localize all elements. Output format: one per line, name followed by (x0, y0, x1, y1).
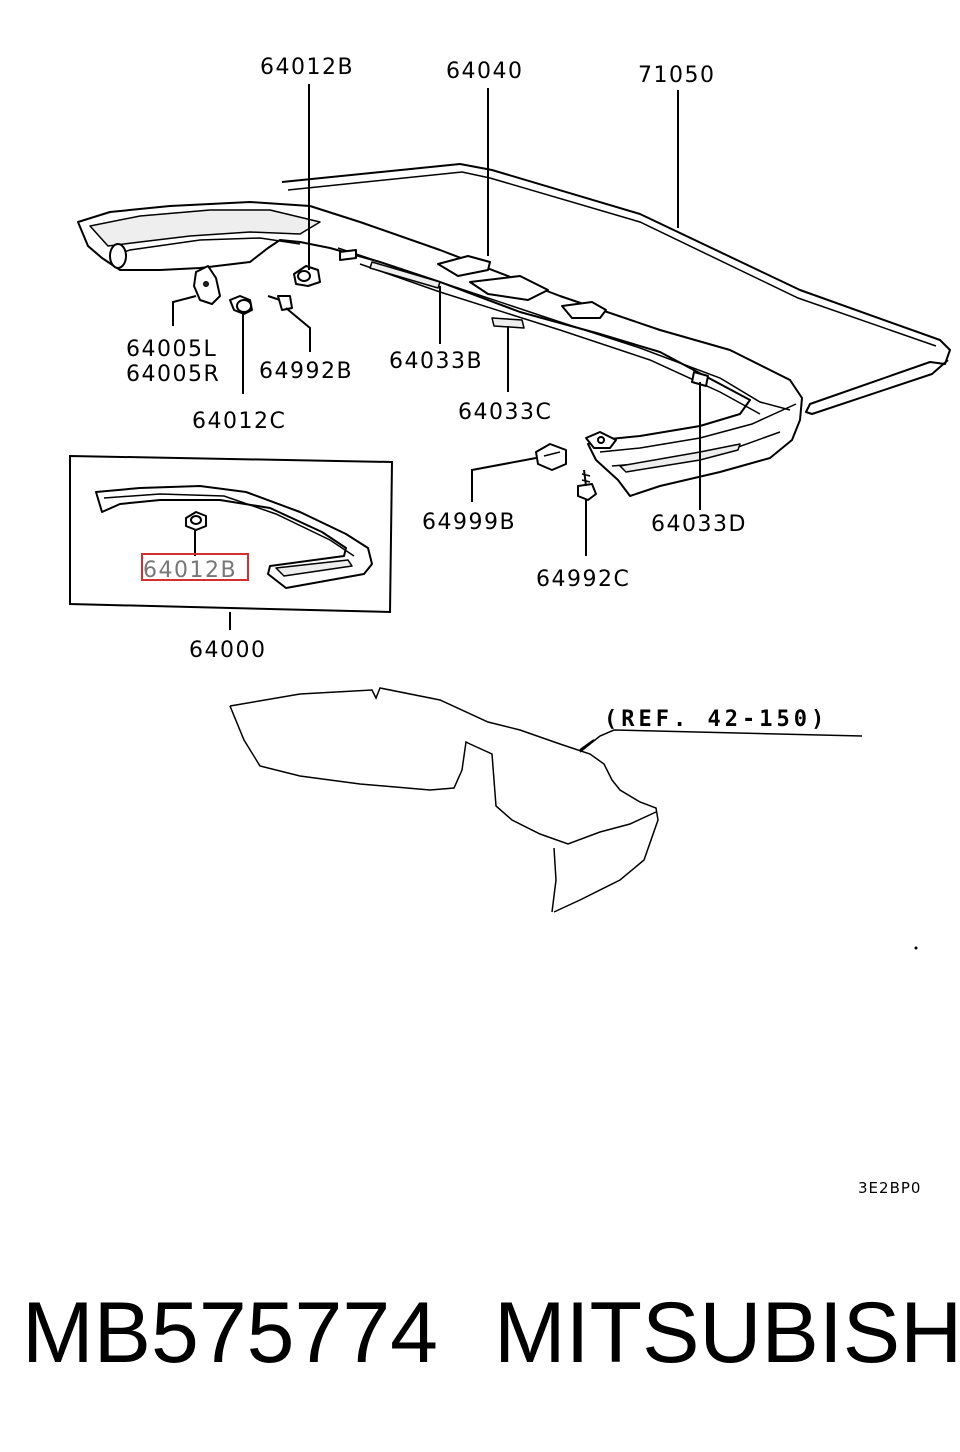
label-64033B: 64033B (389, 349, 483, 374)
label-64000: 64000 (189, 638, 267, 663)
reference-bumper-outline (229, 687, 863, 913)
leader-lines (172, 84, 701, 630)
label-71050: 71050 (638, 63, 716, 88)
bracket-64005 (193, 265, 221, 305)
label-64005R: 64005R (126, 362, 220, 387)
screw-64992B (267, 295, 293, 311)
nut-64999B (535, 443, 567, 471)
footer-part-number: MB575774 (22, 1285, 438, 1381)
label-64992C: 64992C (536, 567, 630, 592)
clip-64012B-top (293, 265, 321, 287)
trim-strip-71050 (281, 163, 951, 415)
label-64033C: 64033C (458, 400, 552, 425)
label-64999B: 64999B (422, 510, 516, 535)
label-64040: 64040 (446, 59, 524, 84)
clip-64012C (229, 295, 253, 315)
footer-brand: MITSUBISHI (494, 1285, 960, 1381)
label-64992B: 64992B (259, 359, 353, 384)
label-64012B-inset: 64012B (143, 558, 237, 583)
stray-dot (914, 946, 918, 950)
label-64005L: 64005L (126, 337, 217, 362)
screw-64992C (577, 469, 597, 501)
assembly-inset-64000 (69, 454, 394, 614)
label-64012C: 64012C (192, 409, 286, 434)
spoiler-main-64040 (77, 201, 803, 497)
highlight-box (141, 553, 249, 581)
label-64012B-top: 64012B (260, 55, 354, 80)
label-64033D: 64033D (651, 512, 747, 537)
label-ref: (REF. 42-150) (604, 707, 828, 732)
diagram-code: 3E2BP0 (858, 1179, 921, 1197)
